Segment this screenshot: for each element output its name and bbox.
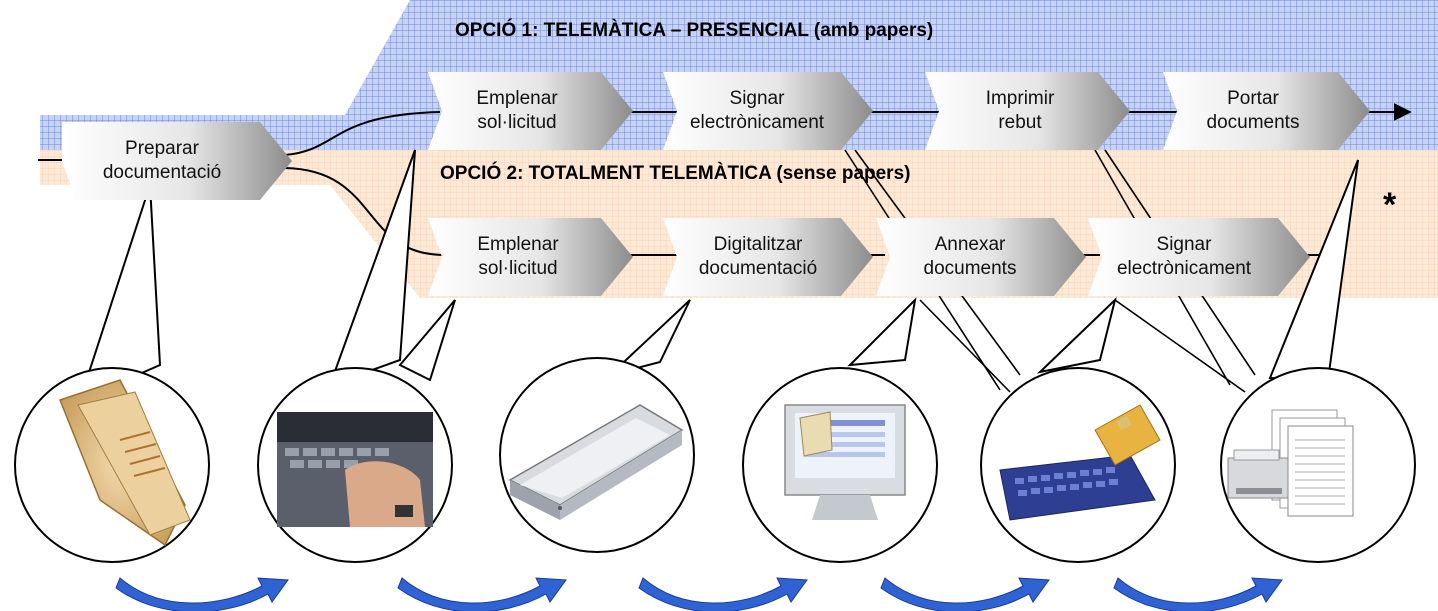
step-shape <box>925 72 1130 150</box>
illustration-circles <box>14 357 1416 563</box>
flow-arrow-1 <box>115 577 289 611</box>
step-label: Preparar documentació <box>102 138 222 183</box>
flow-arrow-2 <box>397 577 567 611</box>
flow-arrow-5 <box>1113 577 1283 611</box>
bubble-tails <box>78 149 1359 402</box>
step-label: Imprimir rebut <box>985 88 1055 133</box>
printer-documents-icon <box>1227 409 1354 517</box>
step-shape <box>1088 218 1310 296</box>
step-label: Digitalitzar documentació <box>698 234 818 279</box>
step-label: Portar documents <box>1206 88 1300 133</box>
step-label: Signar electrònicament <box>689 88 825 133</box>
flow-arrow-3 <box>638 577 808 611</box>
option1-title: OPCIÓ 1: TELEMÀTICA – PRESENCIAL (amb pa… <box>455 20 934 41</box>
opt1-step-print-receipt: Imprimir rebut <box>925 72 1130 150</box>
step-prepare-documentation: Preparar documentació <box>62 122 292 200</box>
keyboard-smartcard-icon <box>999 404 1161 521</box>
computer-monitor-icon <box>784 404 906 520</box>
footnote-asterisk: * <box>1383 186 1397 224</box>
flow-arrow-4 <box>880 577 1050 611</box>
opt1-step-sign-electronically: Signar electrònicament <box>663 72 873 150</box>
step-shape <box>62 122 292 200</box>
branch-option1 <box>284 111 441 156</box>
scanner-icon <box>508 404 684 520</box>
option2-title: OPCIÓ 2: TOTALMENT TELEMÀTICA (sense pap… <box>440 163 911 184</box>
folder-icon <box>59 379 191 547</box>
opt1-step-bring-documents: Portar documents <box>1163 72 1370 150</box>
step-shape <box>428 72 633 150</box>
branch-option2 <box>284 167 446 256</box>
step-shape <box>663 72 873 150</box>
opt2-step-attach-documents: Annexar documents <box>876 218 1086 296</box>
step-label: Signar electrònicament <box>1116 234 1252 279</box>
opt1-step-fill-application: Emplenar sol·licitud <box>428 72 633 150</box>
laptop-keyboard-icon <box>277 412 433 527</box>
opt2-step-fill-application: Emplenar sol·licitud <box>428 218 633 296</box>
flow-arrows <box>115 577 1283 611</box>
step-label: Emplenar sol·licitud <box>476 88 558 133</box>
opt2-step-digitize-documents: Digitalitzar documentació <box>663 218 873 296</box>
step-shape <box>428 218 633 296</box>
step-shape <box>876 218 1086 296</box>
step-label: Emplenar sol·licitud <box>477 234 559 279</box>
step-label: Annexar documents <box>923 234 1017 279</box>
step-shape <box>1163 72 1370 150</box>
step-shape <box>663 218 873 296</box>
opt2-step-sign-electronically: Signar electrònicament <box>1088 218 1310 296</box>
